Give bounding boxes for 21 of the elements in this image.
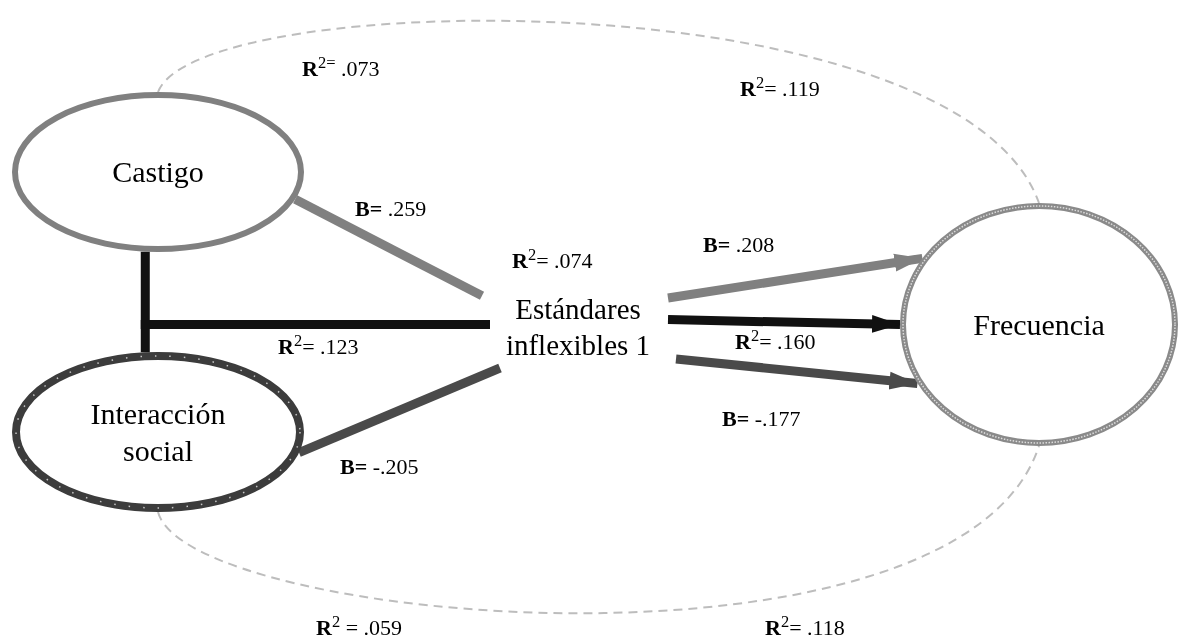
r-squared-label: R$^{2}$= .119 (740, 78, 820, 100)
r-squared-label: R$^{2=}$ .073 (302, 58, 380, 80)
r-squared-label: R$^{2}$= .123 (278, 336, 359, 358)
node-label: Frecuencia (972, 306, 1106, 343)
connector-line (293, 195, 485, 300)
arrow (667, 253, 924, 303)
ellipse-node (900, 203, 1178, 446)
arrow (675, 354, 918, 390)
node-label: Estándares inflexibles 1 (504, 291, 652, 363)
ellipse-node (12, 92, 304, 252)
r-squared-label: R$^{2}$= .118 (765, 617, 845, 639)
ellipse-node (12, 352, 304, 512)
connector-line (157, 445, 1040, 615)
r-squared-label: R$^{2}$= .074 (512, 250, 593, 272)
r-squared-label: R$^{2}$ = .059 (316, 617, 403, 639)
connector-line (297, 363, 502, 457)
r-squared-label: R$^{2}$= .160 (735, 331, 816, 353)
node-label: Interacción social (89, 395, 227, 469)
arrow (667, 314, 901, 333)
node-label: Castigo (111, 154, 205, 191)
connector-line (157, 19, 1040, 204)
